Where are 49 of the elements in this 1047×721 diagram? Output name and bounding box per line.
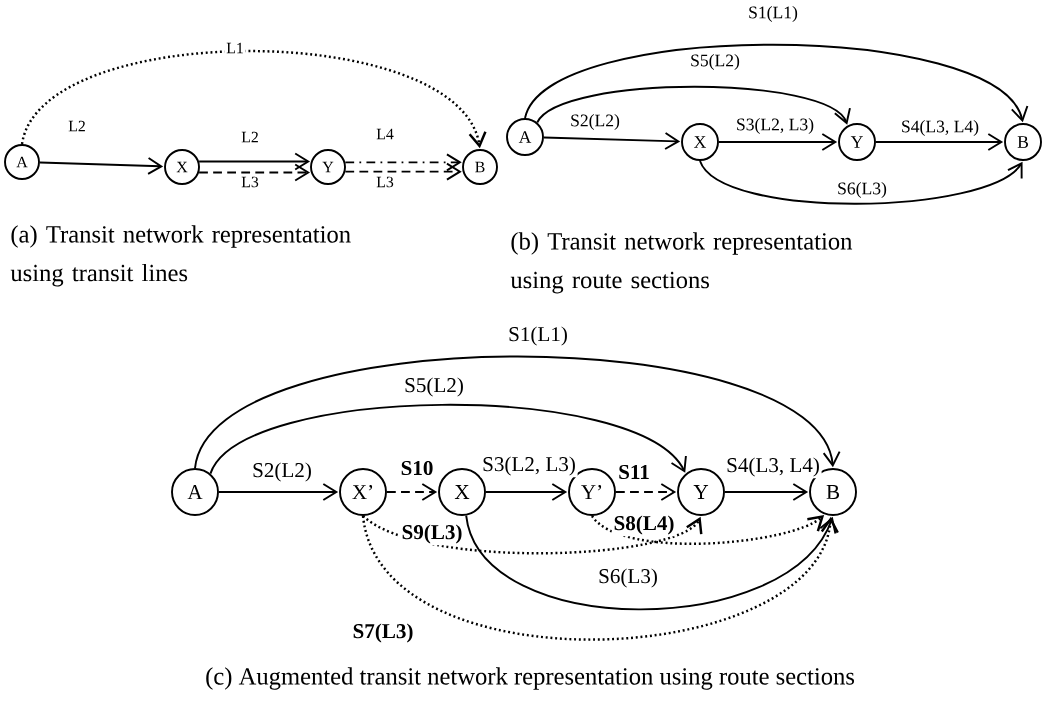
edge-label: S1(L1) bbox=[746, 4, 800, 24]
caption: (a) Transit network representation using transit lines bbox=[10, 225, 351, 287]
arrow bbox=[699, 160, 1023, 205]
arrow bbox=[524, 43, 1029, 123]
arrow bbox=[361, 515, 839, 641]
arrow bbox=[875, 133, 1004, 151]
edge-label: S11 bbox=[616, 463, 652, 481]
caption: (c) Augmented transit network representation using route sections bbox=[206, 667, 855, 690]
edge-label: S9(L3) bbox=[399, 522, 465, 546]
edge-label: L2 bbox=[66, 119, 88, 133]
arrow bbox=[386, 483, 438, 501]
edge-label: L4 bbox=[374, 127, 396, 141]
arrow bbox=[536, 85, 851, 125]
edge-label: S2(L2) bbox=[568, 112, 622, 132]
edge-label: S8(L4) bbox=[611, 513, 677, 537]
arrow bbox=[198, 163, 311, 182]
arrow bbox=[20, 49, 487, 149]
edge-label: L3 bbox=[239, 174, 261, 190]
arrow bbox=[543, 132, 681, 150]
edge-label: S2(L2) bbox=[250, 460, 314, 484]
edge-label: S5(L2) bbox=[402, 375, 466, 399]
arrow bbox=[344, 153, 462, 172]
arrow bbox=[209, 403, 687, 475]
arrow bbox=[362, 514, 703, 555]
edge-label: L1 bbox=[224, 41, 246, 55]
edge-label: S1(L1) bbox=[506, 324, 570, 348]
arrow bbox=[591, 515, 825, 545]
caption: (b) Transit network representation using route sections bbox=[510, 232, 853, 294]
edge-label: S10 bbox=[398, 459, 436, 477]
edge-label: L3 bbox=[374, 174, 396, 190]
edge-label: L2 bbox=[239, 130, 261, 144]
arrow bbox=[724, 483, 809, 501]
edge-label: S6(L3) bbox=[596, 566, 660, 590]
arrow bbox=[718, 133, 838, 151]
arrow bbox=[485, 483, 568, 501]
arrow bbox=[465, 514, 837, 611]
edge-label: S5(L2) bbox=[688, 52, 742, 72]
edge-label: S4(L3, L4) bbox=[724, 455, 822, 479]
edge-label: S3(L2, L3) bbox=[734, 116, 816, 136]
arrow bbox=[344, 162, 462, 181]
arrow bbox=[39, 157, 164, 175]
arrow bbox=[194, 355, 841, 469]
arrow bbox=[198, 152, 311, 171]
edge-label: S3(L2, L3) bbox=[480, 454, 578, 478]
edge-label: S7(L3) bbox=[350, 621, 416, 645]
edge-label: S4(L3, L4) bbox=[899, 118, 981, 138]
arrow bbox=[218, 483, 339, 501]
arrow bbox=[615, 483, 677, 501]
edge-label: S6(L3) bbox=[835, 180, 889, 200]
